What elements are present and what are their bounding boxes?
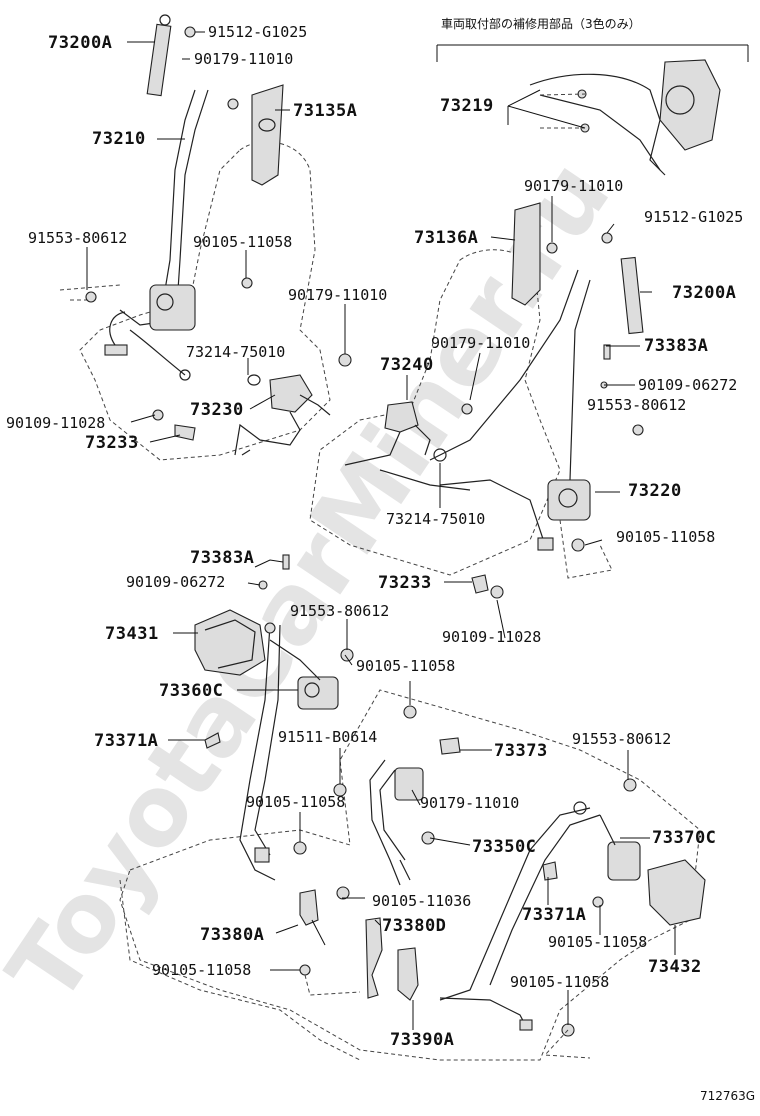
label-73370c: 73370C xyxy=(652,828,716,848)
label-90109-right: 90109-06272 xyxy=(638,376,737,394)
label-73371a-left: 73371A xyxy=(94,731,158,751)
label-91512-top: 91512-G1025 xyxy=(208,23,307,41)
label-73200a-right: 73200A xyxy=(672,283,736,303)
rear-mount-73219-group xyxy=(436,44,749,176)
label-73200a-top: 73200A xyxy=(48,33,112,53)
label-90109-center: 90109-11028 xyxy=(442,628,541,646)
retractor-73370c xyxy=(607,841,641,881)
label-91553-center: 91553-80612 xyxy=(290,602,389,620)
repair-note: 車両取付部の補修用部品（3色のみ） xyxy=(441,16,641,31)
label-73380d: 73380D xyxy=(382,916,446,936)
buckle-73390a xyxy=(397,947,419,1001)
label-73360c: 73360C xyxy=(159,681,223,701)
label-73371a-right: 73371A xyxy=(522,905,586,925)
label-90179-top: 90179-11010 xyxy=(194,50,293,68)
label-73135a: 73135A xyxy=(293,101,357,121)
label-73136a: 73136A xyxy=(414,228,478,248)
front-seat-left-group xyxy=(59,14,352,461)
buckle-73230 xyxy=(269,374,313,413)
label-91511: 91511-B0614 xyxy=(278,728,377,746)
label-73210: 73210 xyxy=(92,129,146,149)
label-90105-left: 90105-11058 xyxy=(193,233,292,251)
retractor-73220 xyxy=(547,479,591,521)
label-90105-bottomright: 90105-11058 xyxy=(510,973,609,991)
label-73230: 73230 xyxy=(190,400,244,420)
label-73383a-right: 73383A xyxy=(644,336,708,356)
label-91553-lowright: 91553-80612 xyxy=(572,730,671,748)
pillar-garnish-73136a xyxy=(511,202,541,306)
label-73350c: 73350C xyxy=(472,837,536,857)
label-90105-11036: 90105-11036 xyxy=(372,892,471,910)
retractor-73350c xyxy=(394,767,424,801)
label-90105-right: 90105-11058 xyxy=(616,528,715,546)
buckle-73380d xyxy=(365,917,383,999)
label-73220: 73220 xyxy=(628,481,682,501)
height-adjuster-73200a xyxy=(146,23,172,97)
label-90109-left2: 90109-06272 xyxy=(126,573,225,591)
label-73233-right: 73233 xyxy=(378,573,432,593)
label-90105-bottomleft: 90105-11058 xyxy=(152,961,251,979)
buckle-73240 xyxy=(384,401,419,433)
height-adjuster-73200a-right xyxy=(620,256,644,335)
part-labels: 車両取付部の補修用部品（3色のみ） 73200A 91512-G1025 901… xyxy=(6,16,755,1103)
label-73390a: 73390A xyxy=(390,1030,454,1050)
label-73431: 73431 xyxy=(105,624,159,644)
retractor-73210 xyxy=(149,284,196,331)
cover-73432 xyxy=(647,859,706,926)
label-73383a-left: 73383A xyxy=(190,548,254,568)
label-90105-lowright: 90105-11058 xyxy=(548,933,647,951)
label-90179-right: 90179-11010 xyxy=(524,177,623,195)
label-73214-right: 73214-75010 xyxy=(386,510,485,528)
retractor-base-73219 xyxy=(659,59,721,151)
label-90179-low: 90179-11010 xyxy=(420,794,519,812)
rear-seat-group xyxy=(119,554,706,1061)
label-91512-right: 91512-G1025 xyxy=(644,208,743,226)
label-91553-left: 91553-80612 xyxy=(28,229,127,247)
front-seat-right-group xyxy=(309,202,644,579)
label-73373: 73373 xyxy=(494,741,548,761)
label-73219: 73219 xyxy=(440,96,494,116)
figure-code: 712763G xyxy=(700,1089,755,1103)
label-91553-right: 91553-80612 xyxy=(587,396,686,414)
label-73380a: 73380A xyxy=(200,925,264,945)
leader-lines xyxy=(86,31,676,1030)
pillar-garnish-73135a xyxy=(251,84,284,186)
label-90179-right2: 90179-11010 xyxy=(431,334,530,352)
label-73240: 73240 xyxy=(380,355,434,375)
label-73214-left: 73214-75010 xyxy=(186,343,285,361)
label-90105-center: 90105-11058 xyxy=(356,657,455,675)
label-90179-mid: 90179-11010 xyxy=(288,286,387,304)
label-90105-lowleft: 90105-11058 xyxy=(246,793,345,811)
cover-73431 xyxy=(194,609,266,676)
label-73233-left: 73233 xyxy=(85,433,139,453)
label-73432: 73432 xyxy=(648,957,702,977)
label-90109-left: 90109-11028 xyxy=(6,414,105,432)
